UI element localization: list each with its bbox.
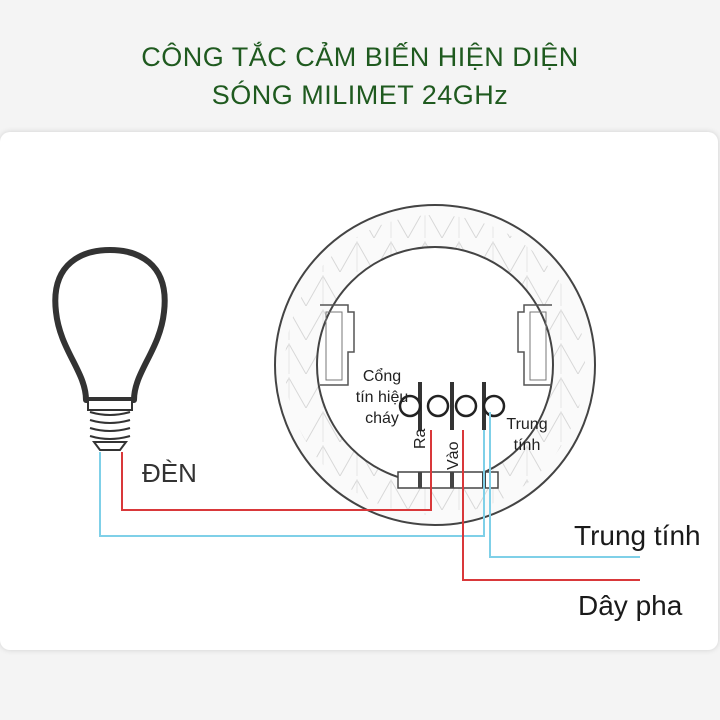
neutral-wires xyxy=(99,412,640,558)
phase-wire-supply xyxy=(462,430,640,581)
neutral-terminal-label: Trung tính xyxy=(506,416,548,454)
out-terminal-label: Ra xyxy=(412,428,429,449)
neutral-wire-label: Trung tính xyxy=(574,520,701,551)
sensor-switch-icon xyxy=(274,204,596,526)
light-bulb-icon xyxy=(52,247,168,451)
neutral-wire-supply xyxy=(489,412,640,558)
phase-wire-lamp xyxy=(121,430,432,511)
signal-terminal-label: Cổng tín hiệu cháy xyxy=(355,368,409,427)
lamp-label: ĐÈN xyxy=(142,458,197,488)
title-line-1: CÔNG TẮC CẢM BIẾN HIỆN DIỆN xyxy=(141,42,579,72)
phase-wire-label: Dây pha xyxy=(578,590,683,621)
in-terminal-label: Vào xyxy=(445,441,462,470)
neutral-wire-lamp xyxy=(99,430,485,537)
title-line-2: SÓNG MILIMET 24GHz xyxy=(211,80,509,110)
phase-wires xyxy=(121,430,640,581)
page-title: CÔNG TẮC CẢM BIẾN HIỆN DIỆN SÓNG MILIMET… xyxy=(0,38,720,114)
